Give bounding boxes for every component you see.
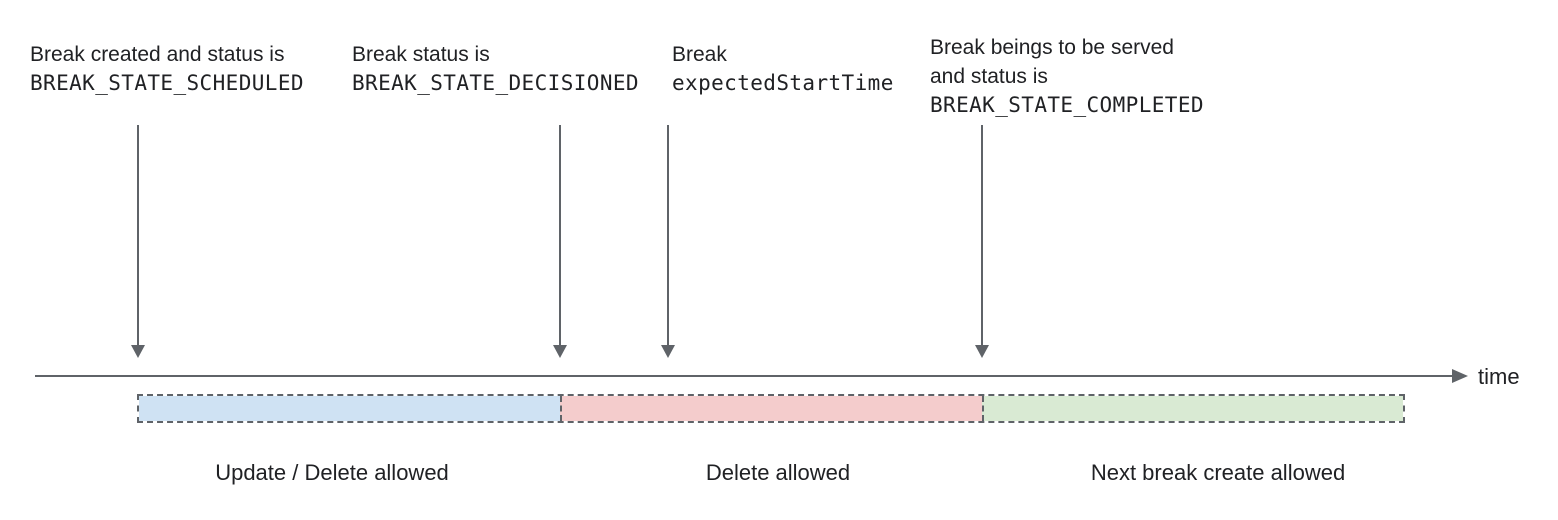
annotation-text: Break created and status is (30, 43, 285, 66)
time-axis-line (35, 375, 1453, 377)
annotation-code: BREAK_STATE_SCHEDULED (30, 71, 304, 95)
segment-update-delete-allowed (139, 396, 560, 421)
segment-label-delete: Delete allowed (705, 460, 851, 485)
annotation-text: Break (672, 43, 727, 66)
break-phases-bar (137, 394, 1405, 423)
segment-next-break-create-allowed (982, 396, 1403, 421)
annotation-break-scheduled: Break created and status is BREAK_STATE_… (30, 40, 304, 98)
down-arrowhead-icon (553, 345, 567, 358)
segment-label-next-break-create: Next break create allowed (1090, 460, 1346, 485)
annotation-text: Break status is (352, 43, 490, 66)
down-arrowhead-icon (661, 345, 675, 358)
segment-label-update-delete: Update / Delete allowed (215, 460, 449, 485)
down-arrow-line (137, 125, 139, 346)
down-arrow-line (559, 125, 561, 346)
annotation-text: and status is (930, 65, 1048, 88)
annotation-code: BREAK_STATE_DECISIONED (352, 71, 639, 95)
down-arrowhead-icon (975, 345, 989, 358)
annotation-text: Break beings to be served (930, 36, 1174, 59)
segment-delete-allowed (560, 396, 982, 421)
annotation-expected-start-time: Break expectedStartTime (672, 40, 894, 98)
time-axis-arrowhead-icon (1452, 369, 1468, 383)
annotation-code: BREAK_STATE_COMPLETED (930, 93, 1204, 117)
annotation-break-completed: Break beings to be served and status is … (930, 33, 1204, 120)
down-arrow-line (667, 125, 669, 346)
down-arrow-line (981, 125, 983, 346)
annotation-code: expectedStartTime (672, 71, 894, 95)
annotation-break-decisioned: Break status is BREAK_STATE_DECISIONED (352, 40, 639, 98)
time-axis-label: time (1478, 364, 1520, 389)
down-arrowhead-icon (131, 345, 145, 358)
